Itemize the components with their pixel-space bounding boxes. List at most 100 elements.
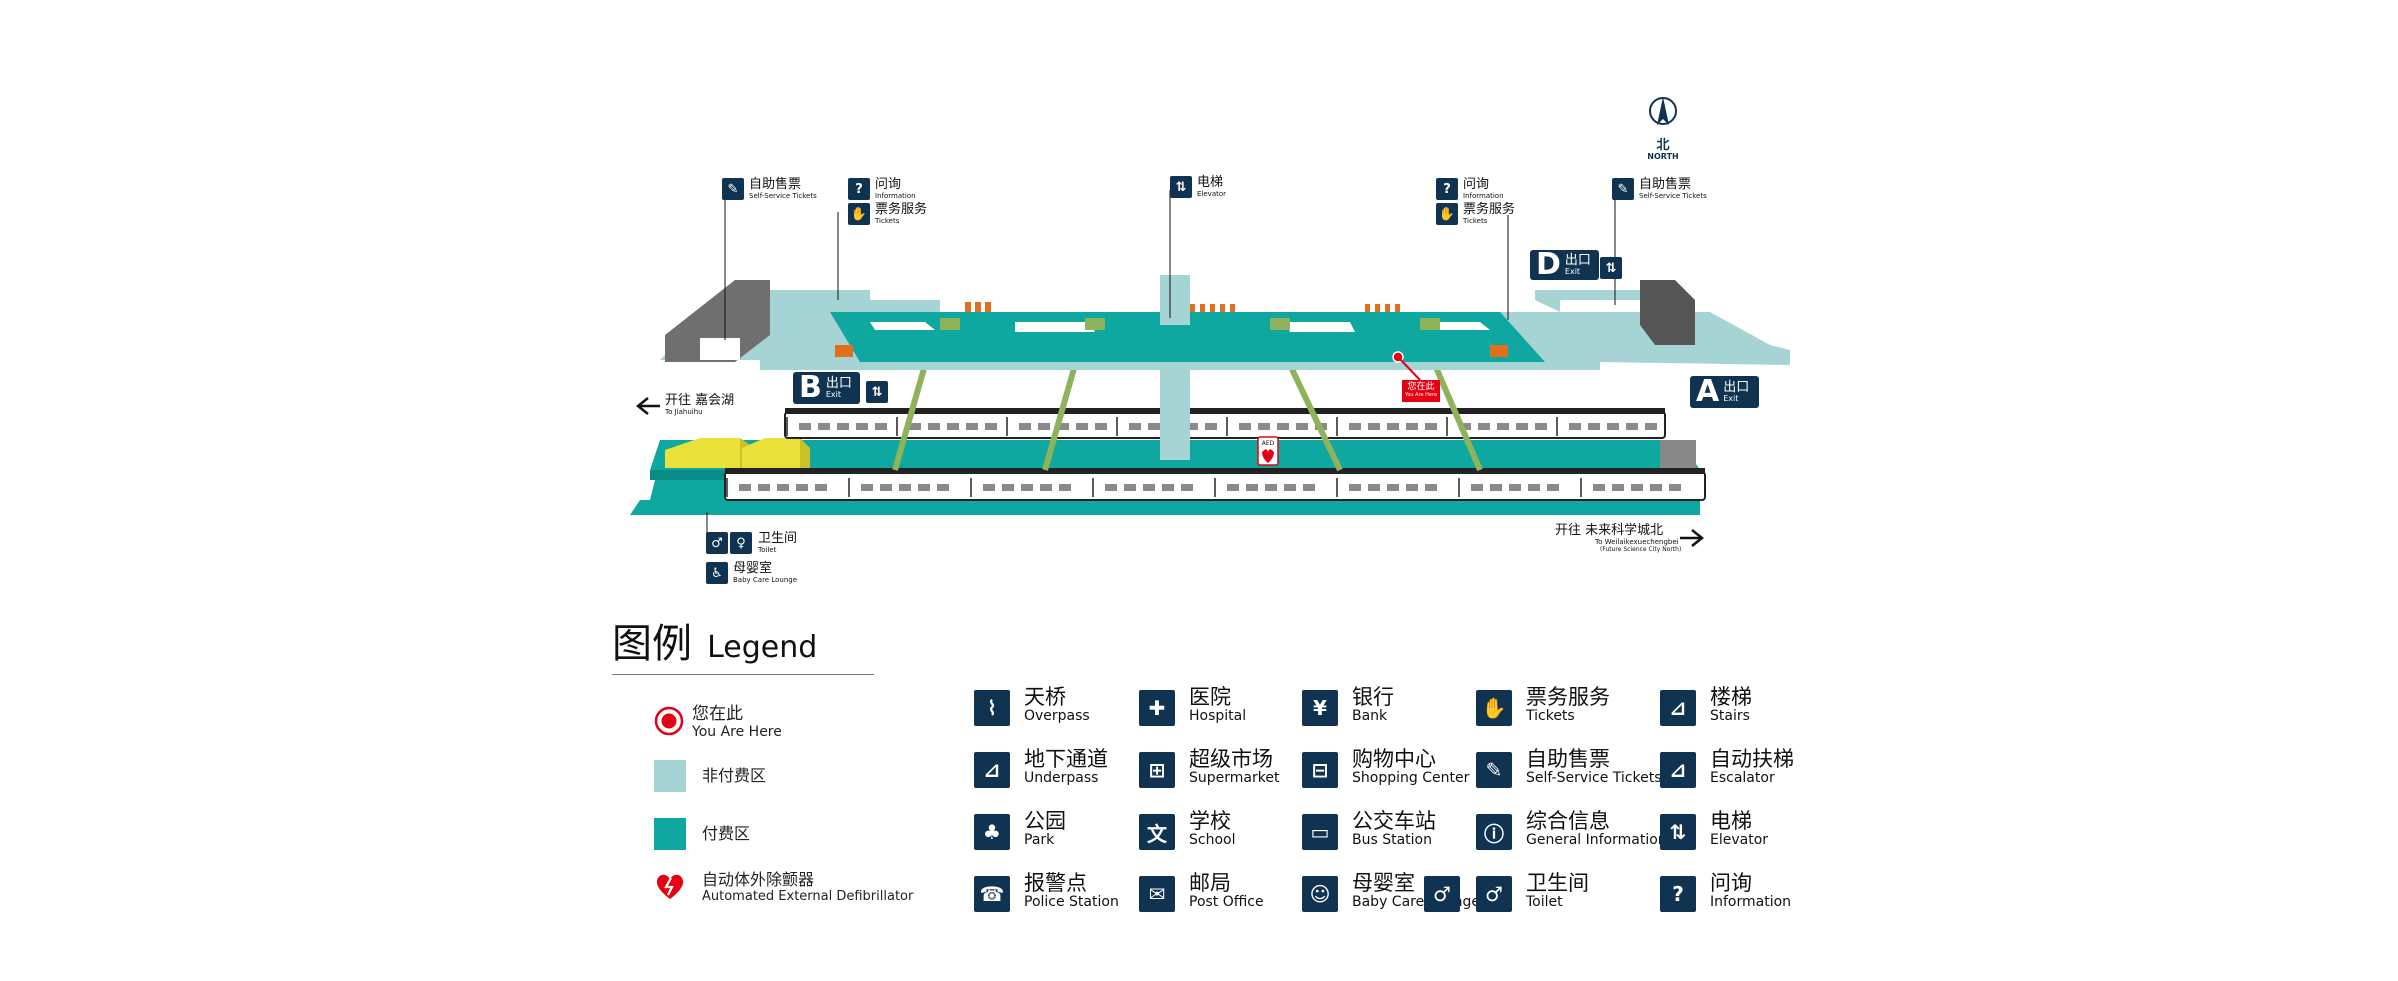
supermarket-icon: ⊞ [1139,752,1175,788]
train-window [818,423,830,430]
you-are-here-marker [1392,351,1440,402]
legend-item-en: Self-Service Tickets [1526,770,1662,786]
tickets-icon: ✋ [1476,690,1512,726]
train-window [1459,423,1471,430]
train-window [739,484,751,491]
train-window [1368,484,1380,491]
train-window [1143,484,1155,491]
legend-item-en: Supermarket [1189,770,1280,786]
train-window [1387,484,1399,491]
train-window [1258,423,1270,430]
train-window [1509,484,1521,491]
exit-en: Exit [1723,394,1739,403]
post-office-icon: ✉ [1139,876,1175,912]
lower-platform-base [630,500,1700,515]
exit-b-building [665,280,770,362]
paid-area [830,312,1545,362]
train-window [1593,484,1605,491]
information-icon: ? [1436,178,1458,200]
label-zh: 自助售票 [749,177,802,192]
direction-zh: 开往 嘉会湖 [665,393,735,408]
label-zh: 问询 [875,177,902,192]
legend-item-zh: 学校 [1189,809,1231,833]
train-upper [784,408,1666,439]
elevator-icon: ⇅ [1660,814,1696,850]
train-window [1227,484,1239,491]
train-window [1406,423,1418,430]
legend-item-en: Hospital [1189,708,1247,724]
legend-title-en: Legend [707,630,818,665]
legend-label-zh: 非付费区 [702,766,767,785]
legend-item-zh: 自动扶梯 [1710,747,1794,771]
exit-zh: 出口 [825,376,852,391]
train-window [861,484,873,491]
train-window [880,484,892,491]
legend-item-zh: 电梯 [1710,809,1752,833]
legend-item-en: Bank [1352,708,1388,724]
train-window [1626,423,1638,430]
legend-item-zh: 邮局 [1189,871,1231,895]
legend-item-en: Bus Station [1352,832,1432,848]
aed-heart-icon [656,874,684,899]
baby-care-icon: ♿ [706,562,728,584]
train-window [1296,423,1308,430]
you-are-here-icon [654,706,684,736]
legend-item-en: Police Station [1024,894,1119,910]
train-window [1303,484,1315,491]
paid-swatch [654,818,686,850]
label-en: Tickets [875,217,900,225]
train-window [1284,484,1296,491]
legend-item-en: General Information [1526,832,1667,848]
legend-item-en: Information [1710,894,1792,910]
label-en: Baby Care Lounge [733,576,798,584]
legend-item-zh: 公交车站 [1352,809,1436,833]
train-window [1246,484,1258,491]
legend-title-zh: 图例 [612,621,692,667]
train-window [799,423,811,430]
legend-label-zh: 您在此 [692,704,743,724]
train-window [1186,423,1198,430]
legend-item-en: Shopping Center [1352,770,1470,786]
legend-item-en: Tickets [1526,708,1575,724]
legend-item-zh: 购物中心 [1352,747,1436,771]
train-window [1349,484,1361,491]
legend-label-zh: 自动体外除颤器 [702,870,815,889]
toilet-icon: ♂ [706,532,728,554]
train-window [918,484,930,491]
escalator-icon: ⊿ [1660,752,1696,788]
train-window [947,423,959,430]
train-window [1148,423,1160,430]
train-window [1277,423,1289,430]
hospital-icon: ✚ [1139,690,1175,726]
direction-arrows [635,397,1705,547]
label-en: Information [1463,192,1504,200]
train-window [1490,484,1502,491]
train-window [856,423,868,430]
exit-en: Exit [1564,267,1581,276]
legend-item-zh: 母婴室 [1352,871,1415,895]
train-window [1021,484,1033,491]
train-window [1516,423,1528,430]
direction-en2: (Future Science City North) [1600,546,1682,553]
tickets-icon: ✋ [848,203,870,225]
exit-letter: D [1536,247,1561,282]
label-zh: 票务服务 [875,202,928,217]
train-window [815,484,827,491]
exit-zh: 出口 [1723,380,1750,395]
train-window [1162,484,1174,491]
train-window [1645,423,1657,430]
label-en: Self-Service Tickets [1639,192,1707,200]
baby-care-icon: ☺ [1302,876,1338,912]
train-window [1669,484,1681,491]
information-icon: ? [848,178,870,200]
legend-item-zh: 公园 [1024,809,1066,833]
toilet-icon: ♂ [1476,876,1512,912]
underpass-icon: ⊿ [974,752,1010,788]
information-icon: ? [1660,876,1696,912]
direction-right-label: 开往 未来科学城北 To Weilaikexuechengbei (Future… [1555,524,1682,554]
elevator-icon: ⇅ [1170,176,1192,198]
label-en: Information [875,192,916,200]
escalator-struts [892,363,1483,472]
label-zh: 卫生间 [758,531,798,546]
